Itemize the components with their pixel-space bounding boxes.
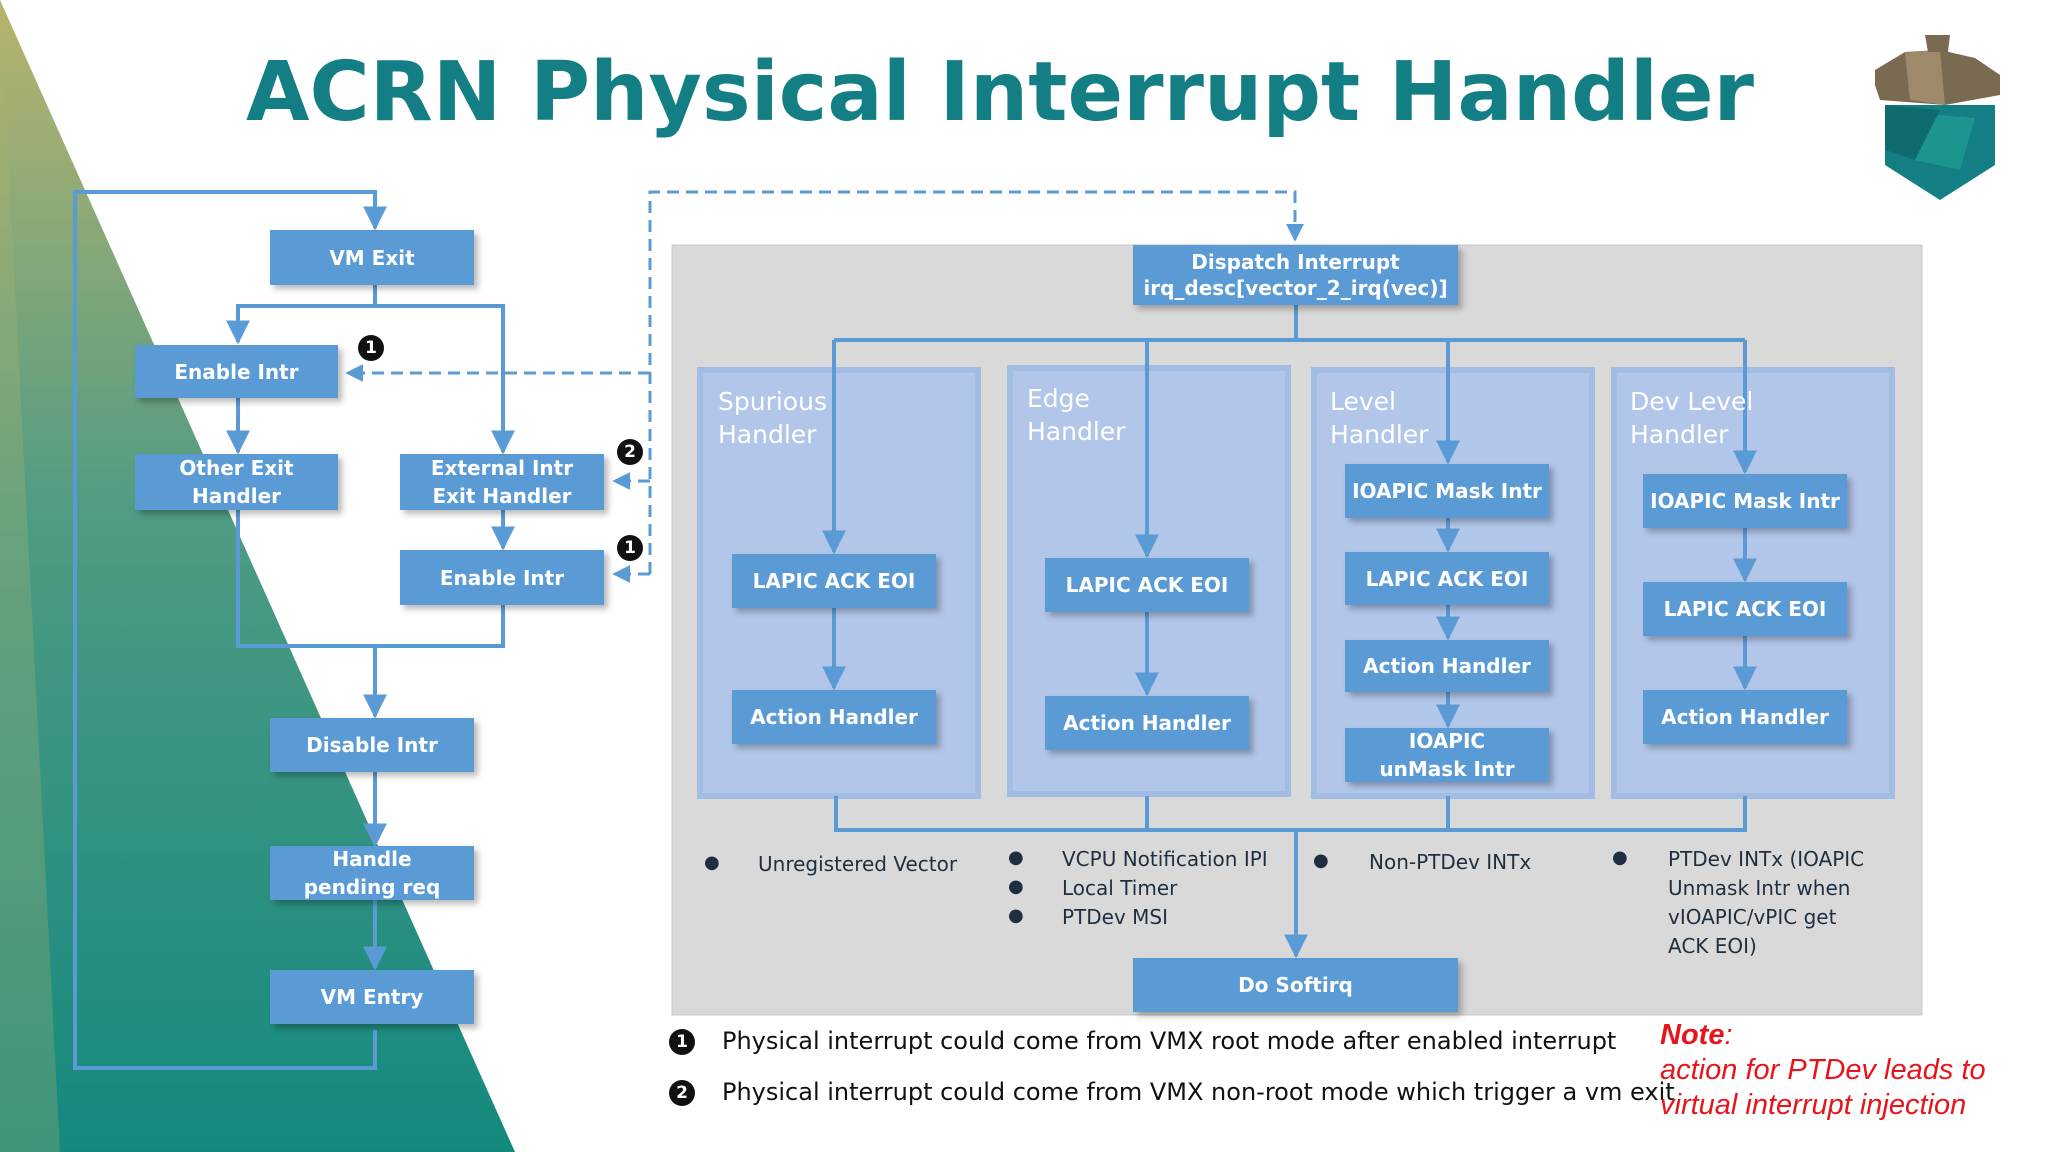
enable-intr-box-1: Enable Intr xyxy=(135,345,338,398)
devlevel-bullet-1: PTDev INTx (IOAPIC Unmask Intr when vIOA… xyxy=(1668,847,1865,958)
edge-bullet-1: VCPU Notification IPI xyxy=(1062,847,1268,871)
edge-action-handler-box: Action Handler xyxy=(1045,696,1249,750)
edge-handler-label: Edge Handler xyxy=(1027,384,1126,446)
devlevel-lapic-ack-eoi-box: LAPIC ACK EOI xyxy=(1643,582,1847,636)
spurious-handler-label: Spurious Handler xyxy=(718,387,827,449)
dispatch-line-1: Dispatch Interrupt xyxy=(1191,250,1400,274)
dev-level-handler-label: Dev Level Handler xyxy=(1630,387,1754,449)
bullet-dot: ● xyxy=(1008,905,1024,926)
external-intr-exit-handler-box: External Intr Exit Handler xyxy=(400,454,604,510)
enable-intr-box-2: Enable Intr xyxy=(400,550,604,605)
edge-lapic-ack-eoi-box: LAPIC ACK EOI xyxy=(1045,558,1249,612)
marker-2-external-intr: 2 xyxy=(617,439,643,465)
level-handler-label: Level Handler xyxy=(1330,387,1429,449)
level-ioapic-mask-box: IOAPIC Mask Intr xyxy=(1345,464,1549,518)
acorn-logo-icon xyxy=(1875,35,2000,200)
dispatch-bus-connector xyxy=(834,305,1745,342)
bullet-dot: ● xyxy=(704,852,720,873)
loop-connector xyxy=(73,190,387,1070)
level-bullet-1: Non-PTDev INTx xyxy=(1369,850,1532,874)
vmexit-split-connector xyxy=(226,285,377,345)
devlevel-ioapic-mask-box: IOAPIC Mask Intr xyxy=(1643,474,1847,528)
footnote-2-marker: 2 xyxy=(669,1080,695,1106)
marker-1-enable-intr-2: 1 xyxy=(617,535,643,561)
background-wedge-top xyxy=(0,0,60,1152)
vm-exit-box: VM Exit xyxy=(270,230,474,285)
spurious-action-handler-box: Action Handler xyxy=(732,690,936,744)
other-exit-handler-box: Other Exit Handler xyxy=(135,454,338,510)
disable-intr-box: Disable Intr xyxy=(270,718,474,772)
softirq-bus-connector xyxy=(834,796,1747,832)
level-ioapic-unmask-box: IOAPIC unMask Intr xyxy=(1345,728,1549,782)
do-softirq-box: Do Softirq xyxy=(1133,958,1458,1012)
note-heading: Note xyxy=(1660,1019,1725,1051)
footnote-2-text: Physical interrupt could come from VMX n… xyxy=(722,1078,1675,1106)
footnote-1-marker: 1 xyxy=(669,1029,695,1055)
edge-bullet-3: PTDev MSI xyxy=(1062,905,1169,929)
vmexit-to-extintr-connector xyxy=(375,304,515,455)
dashed-to-dispatch-connector xyxy=(648,190,1304,574)
handle-pending-req-box: Handle pending req xyxy=(270,846,474,900)
note-text: action for PTDev leads to virtual interr… xyxy=(1660,1053,1986,1121)
edge-bullet-2: Local Timer xyxy=(1062,876,1178,900)
devlevel-action-handler-box: Action Handler xyxy=(1643,690,1847,744)
join-connector xyxy=(236,510,505,648)
bullet-dot: ● xyxy=(1008,876,1024,897)
bullet-dot: ● xyxy=(1008,847,1024,868)
marker-1-enable-intr: 1 xyxy=(358,335,384,361)
spurious-lapic-ack-eoi-box: LAPIC ACK EOI xyxy=(732,554,936,608)
level-lapic-ack-eoi-box: LAPIC ACK EOI xyxy=(1345,552,1549,605)
bullet-dot: ● xyxy=(1313,850,1329,871)
dispatch-line-2: irq_desc[vector_2_irq(vec)] xyxy=(1143,276,1448,300)
vm-entry-box: VM Entry xyxy=(270,970,474,1024)
dispatch-interrupt-box: Dispatch Interrupt irq_desc[vector_2_irq… xyxy=(1133,245,1458,305)
level-action-handler-box: Action Handler xyxy=(1345,640,1549,692)
page-title: ACRN Physical Interrupt Handler xyxy=(246,45,1754,140)
note-colon: : xyxy=(1724,1019,1733,1051)
bullet-dot: ● xyxy=(1612,847,1628,868)
footnote-1-text: Physical interrupt could come from VMX r… xyxy=(722,1027,1617,1055)
spurious-bullet-1: Unregistered Vector xyxy=(758,852,958,876)
note-block: Note: action for PTDev leads to virtual … xyxy=(1660,1018,2000,1122)
